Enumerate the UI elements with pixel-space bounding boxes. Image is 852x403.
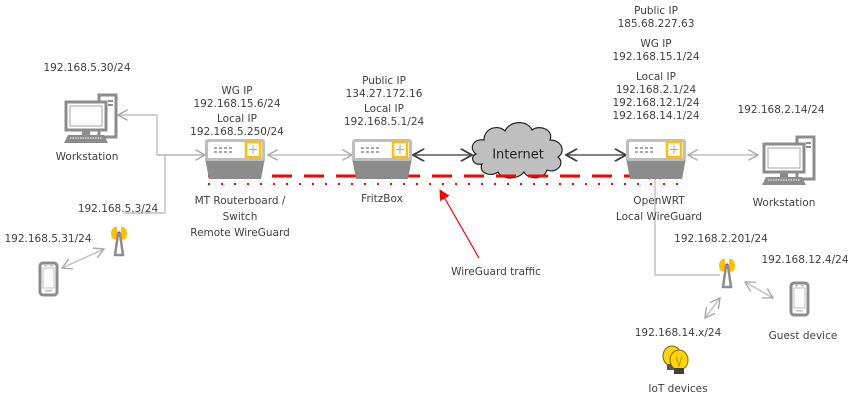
fritzbox-router-icon[interactable]	[350, 137, 414, 181]
ap-left-ip: 192.168.5.3/24	[77, 203, 159, 215]
mt-router-label: MT Routerboard / Switch Remote WireGuard	[190, 193, 290, 241]
mt-router-wg-ip: 192.168.15.6/24	[193, 98, 281, 110]
wireguard-tunnel	[208, 174, 688, 185]
iot-devices-label: IoT devices	[648, 383, 708, 395]
iot-devices-ip: 192.168.14.x/24	[634, 327, 722, 339]
access-point-right-icon[interactable]	[717, 257, 737, 289]
fritzbox-label: FritzBox	[361, 193, 403, 205]
openwrt-local-ip: 192.168.14.1/24	[612, 110, 700, 122]
access-point-left-icon[interactable]	[109, 225, 129, 257]
openwrt-public-ip: 185.68.227.63	[617, 18, 695, 30]
mt-router-switch-icon[interactable]	[203, 137, 267, 181]
link-mt-to-ap-left	[124, 155, 166, 214]
link-openwrt-to-ap-right	[655, 170, 720, 276]
workstation-right-label: Workstation	[752, 197, 816, 209]
mt-router-label-line: Switch	[222, 211, 258, 223]
fritzbox-public-ip: 134.27.172.16	[345, 88, 423, 100]
phone-left-smartphone-icon[interactable]	[38, 261, 59, 297]
fritzbox-ip-block: Public IP 134.27.172.16 Local IP 192.168…	[344, 75, 424, 129]
wireguard-traffic-label: WireGuard traffic	[451, 266, 541, 278]
openwrt-router-icon[interactable]	[624, 137, 688, 181]
openwrt-local-ip: 192.168.2.1/24	[615, 84, 697, 96]
openwrt-wg-ip: 192.168.15.1/24	[612, 51, 700, 63]
internet-cloud-icon	[471, 122, 563, 179]
mt-router-local-ip-label: Local IP	[217, 113, 257, 125]
ap-right-ip: 192.168.2.201/24	[674, 233, 768, 245]
workstation-left-label: Workstation	[55, 151, 119, 163]
openwrt-ip-block: Public IP 185.68.227.63 WG IP 192.168.15…	[612, 5, 699, 123]
link-phone-left-to-ap	[62, 249, 104, 268]
openwrt-label-line: OpenWRT	[633, 195, 685, 207]
guest-device-ip: 192.168.12.4/24	[761, 254, 849, 266]
phone-left-ip: 192.168.5.31/24	[4, 233, 92, 245]
lan-links	[62, 115, 773, 318]
iot-light-bulb-icon[interactable]	[662, 345, 689, 374]
mt-router-ip-block: WG IP 192.168.15.6/24 Local IP 192.168.5…	[190, 85, 284, 139]
openwrt-public-ip-label: Public IP	[634, 5, 678, 17]
fritzbox-local-ip-label: Local IP	[364, 103, 404, 115]
workstation-right-desktop-computer-icon[interactable]	[760, 135, 816, 187]
internet-label: Internet	[492, 147, 544, 163]
mt-router-label-line: Remote WireGuard	[190, 227, 290, 239]
openwrt-wg-ip-label: WG IP	[640, 38, 672, 50]
link-ap-right-to-guest	[745, 282, 773, 298]
link-ap-right-to-iot	[705, 298, 720, 318]
mt-router-local-ip: 192.168.5.250/24	[190, 126, 284, 138]
openwrt-local-ip-label: Local IP	[636, 71, 676, 83]
guest-device-label: Guest device	[768, 330, 838, 342]
wireguard-traffic-pointer	[439, 189, 480, 259]
fritzbox-public-ip-label: Public IP	[362, 75, 406, 87]
openwrt-label: OpenWRT Local WireGuard	[616, 193, 702, 225]
fritzbox-local-ip: 192.168.5.1/24	[343, 116, 425, 128]
openwrt-local-ip: 192.168.12.1/24	[612, 97, 700, 109]
mt-router-wg-ip-label: WG IP	[221, 85, 253, 97]
workstation-right-ip: 192.168.2.14/24	[737, 104, 825, 116]
workstation-left-desktop-computer-icon[interactable]	[62, 93, 118, 145]
workstation-left-ip: 192.168.5.30/24	[43, 62, 131, 74]
openwrt-label-line: Local WireGuard	[615, 211, 703, 223]
mt-router-label-line: MT Routerboard /	[194, 195, 286, 207]
guest-device-smartphone-icon[interactable]	[789, 281, 810, 317]
